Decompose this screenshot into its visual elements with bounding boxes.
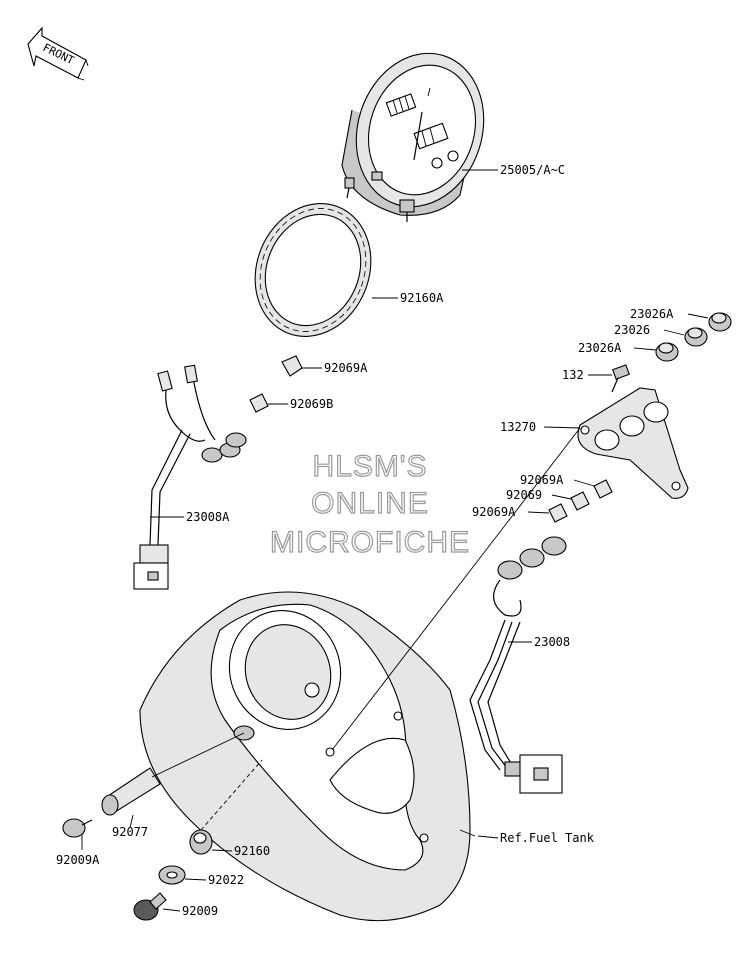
screw-132-icon[interactable] — [611, 364, 630, 393]
reset-knob-92077-icon[interactable] — [101, 767, 161, 816]
front-arrow-icon: FRONT — [27, 26, 89, 81]
bolt-92009-icon[interactable] — [133, 892, 167, 921]
speedometer-assembly[interactable] — [337, 37, 503, 224]
part-label-23026A-top[interactable]: 23026A — [630, 307, 674, 321]
part-label-92069[interactable]: 92069 — [506, 488, 542, 502]
part-label-13270[interactable]: 13270 — [500, 420, 536, 434]
part-label-92069A[interactable]: 92069A — [324, 361, 368, 375]
wire-harness-23008A[interactable] — [133, 364, 247, 590]
watermark: HLSM'S ONLINE MICROFICHE — [269, 449, 470, 559]
indicator-cap-23026A-top[interactable] — [708, 312, 732, 332]
screw-92009A-icon[interactable] — [62, 818, 93, 838]
gasket-ring[interactable] — [236, 186, 391, 354]
part-label-92009A[interactable]: 92009A — [56, 853, 100, 867]
bulb-92069A-lower-icon[interactable] — [548, 503, 568, 523]
part-label-23008[interactable]: 23008 — [534, 635, 570, 649]
part-label-92022[interactable]: 92022 — [208, 873, 244, 887]
bulb-92069-icon[interactable] — [570, 491, 590, 511]
bulb-92069A-right-icon[interactable] — [593, 479, 613, 499]
watermark-line-3: MICROFICHE — [270, 526, 470, 559]
part-label-23026A-bottom[interactable]: 23026A — [578, 341, 622, 355]
indicator-cap-23026A-bottom[interactable] — [655, 342, 679, 362]
indicator-cap-23026[interactable] — [684, 327, 708, 347]
part-label-92069A-right[interactable]: 92069A — [520, 473, 564, 487]
part-label-92069A-lower[interactable]: 92069A — [472, 505, 516, 519]
part-label-92160A[interactable]: 92160A — [400, 291, 444, 305]
indicator-bracket-13270[interactable] — [577, 387, 689, 499]
watermark-line-1: HLSM'S — [312, 450, 427, 483]
fuel-tank-cover[interactable] — [139, 591, 471, 922]
leader-lines — [81, 169, 709, 912]
part-label-ref-fuel-tank[interactable]: Ref.Fuel Tank — [500, 831, 595, 845]
bulb-92069B-icon[interactable] — [249, 393, 269, 413]
part-label-23008A[interactable]: 23008A — [186, 510, 230, 524]
part-label-25005[interactable]: 25005/A~C — [500, 163, 565, 177]
grommet-92160-icon[interactable] — [189, 829, 213, 855]
watermark-line-2: ONLINE — [311, 487, 429, 520]
part-label-92160[interactable]: 92160 — [234, 844, 270, 858]
part-label-92077[interactable]: 92077 — [112, 825, 148, 839]
part-label-92009[interactable]: 92009 — [182, 904, 218, 918]
wire-harness-23008[interactable] — [469, 536, 567, 794]
bulb-92069A-icon[interactable] — [281, 355, 303, 377]
part-label-132[interactable]: 132 — [562, 368, 584, 382]
washer-92022-icon[interactable] — [158, 865, 186, 885]
part-label-92069B[interactable]: 92069B — [290, 397, 333, 411]
part-label-23026[interactable]: 23026 — [614, 323, 650, 337]
part-labels: 25005/A~C 92160A 92069A 92069B 23008A 23… — [56, 163, 674, 918]
